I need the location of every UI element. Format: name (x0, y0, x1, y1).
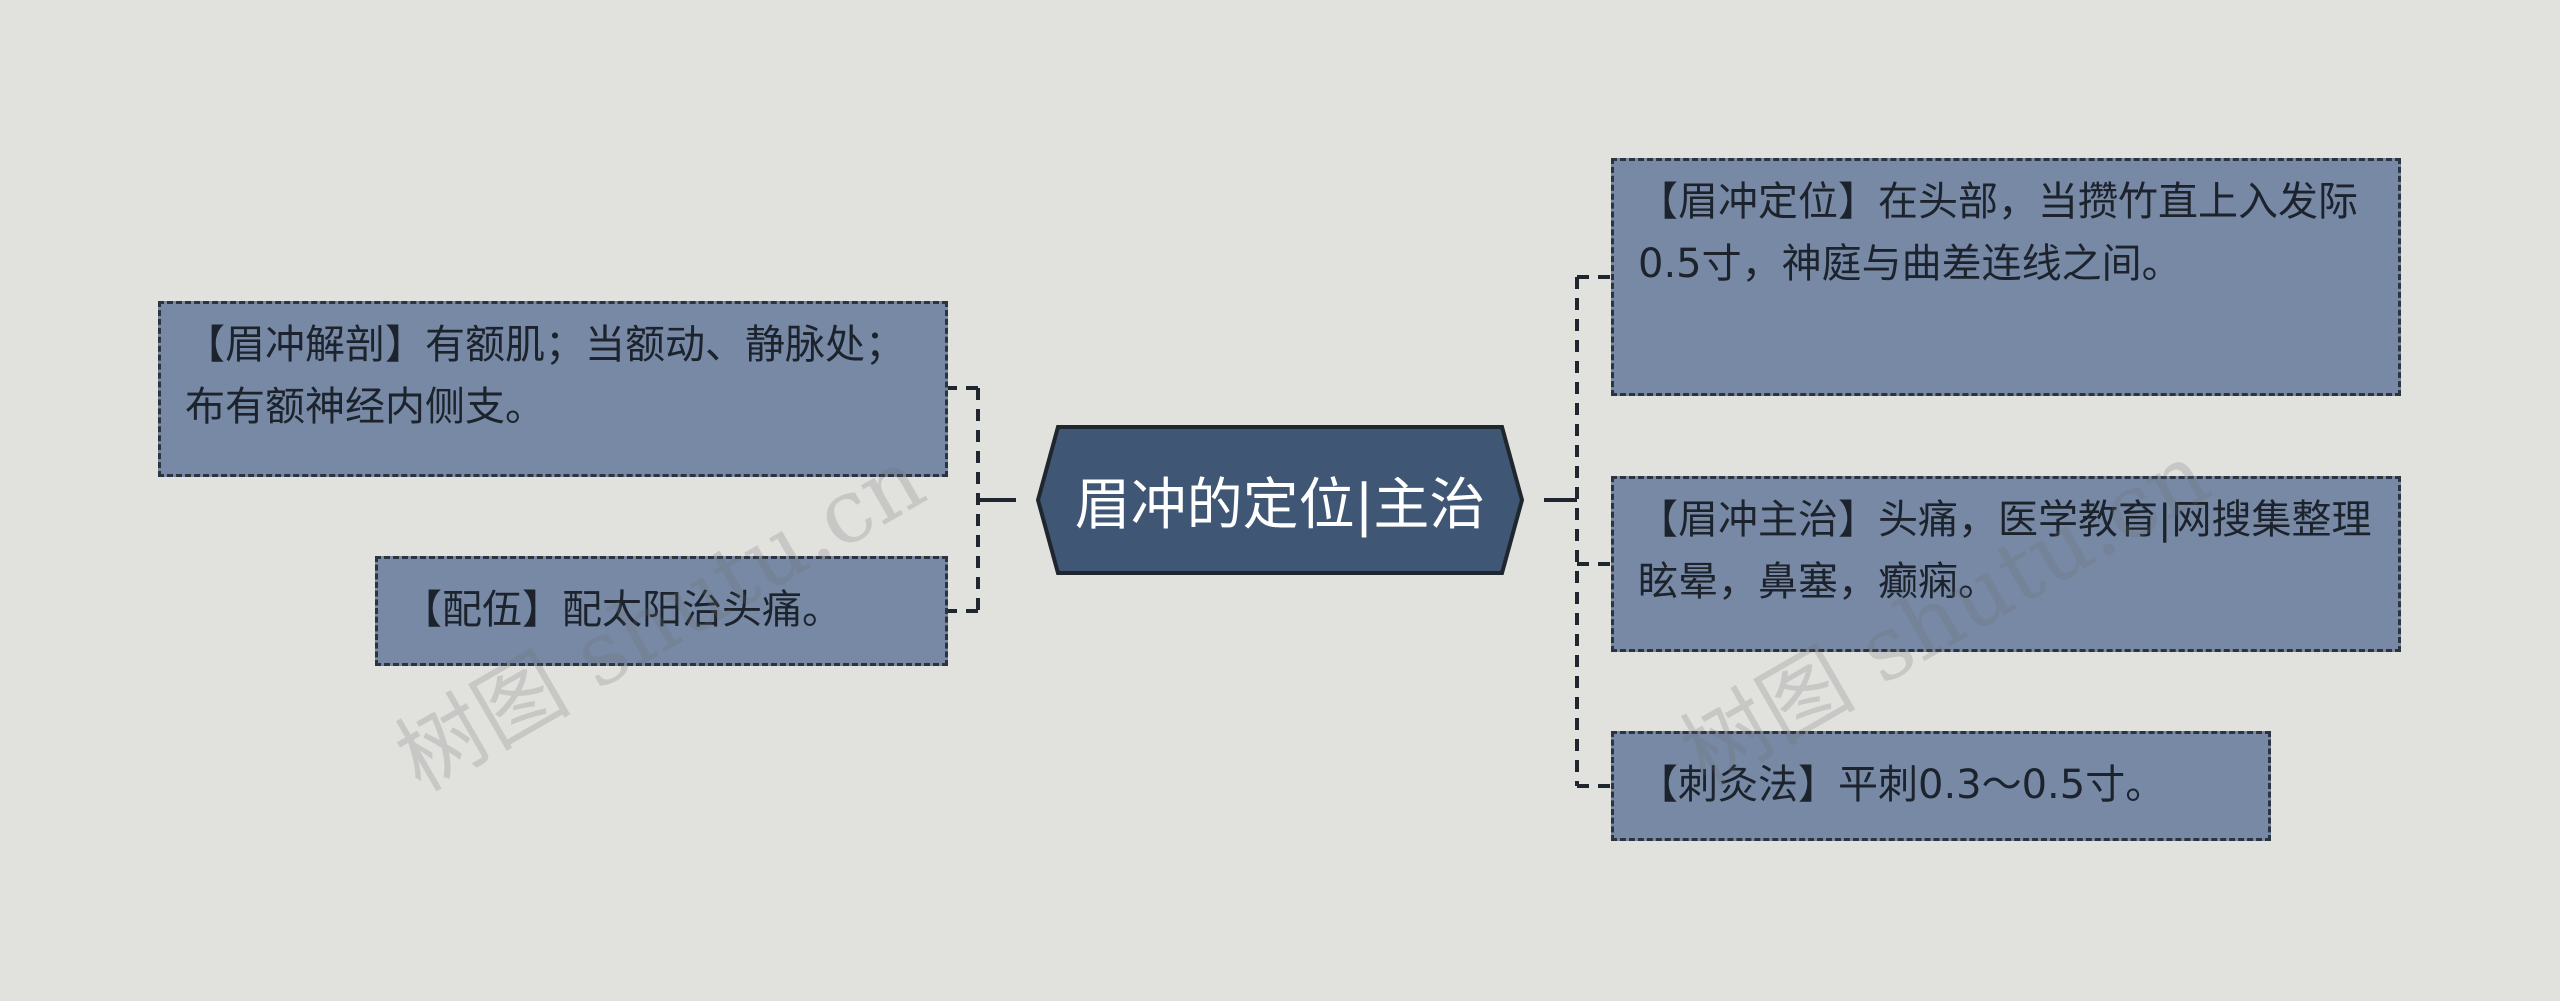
branch-anatomy[interactable]: 【眉冲解剖】有额肌；当额动、静脉处；布有额神经内侧支。 (158, 301, 948, 477)
branch-needling-method[interactable]: 【刺灸法】平刺0.3～0.5寸。 (1611, 731, 2271, 841)
branch-pairing[interactable]: 【配伍】配太阳治头痛。 (375, 556, 948, 666)
branch-location[interactable]: 【眉冲定位】在头部，当攒竹直上入发际0.5寸，神庭与曲差连线之间。 (1611, 158, 2401, 396)
central-node-shape (1035, 425, 1525, 575)
branch-indications[interactable]: 【眉冲主治】头痛，医学教育|网搜集整理眩晕，鼻塞，癫痫。 (1611, 476, 2401, 652)
central-topic[interactable]: 眉冲的定位|主治 (1074, 472, 1486, 538)
